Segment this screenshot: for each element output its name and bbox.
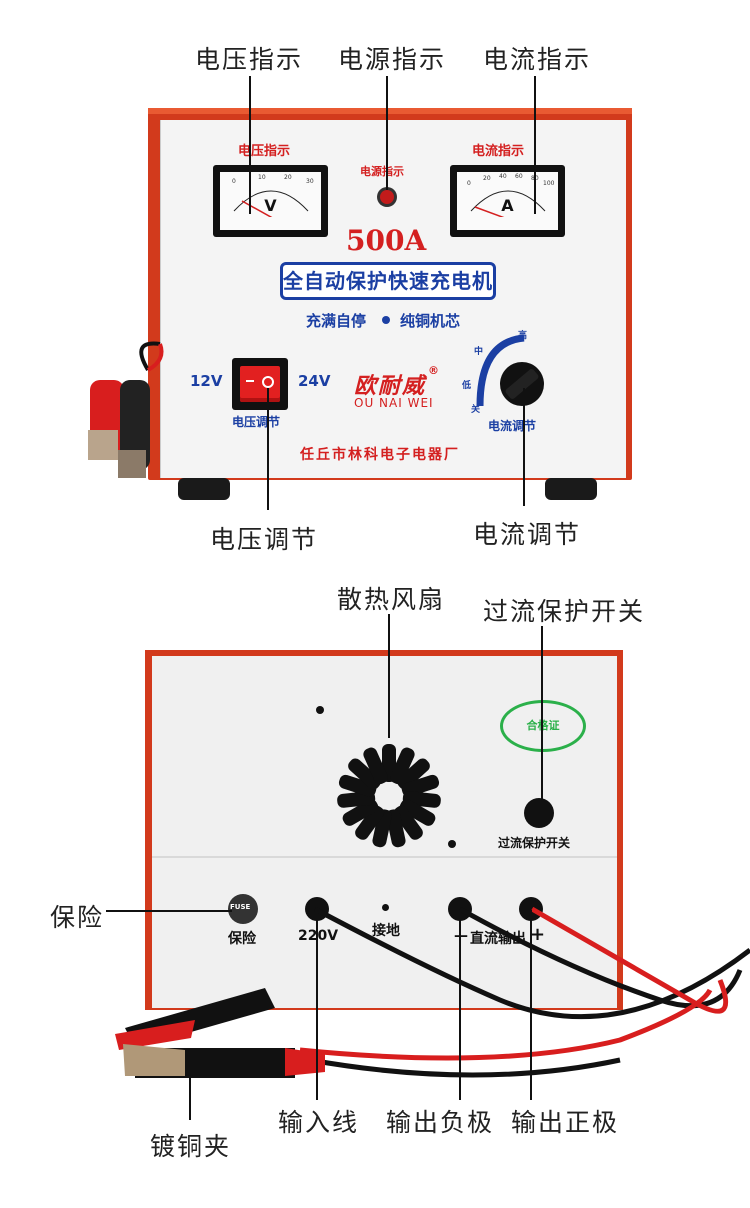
leader-voltage-adjust bbox=[267, 388, 269, 510]
switch-12v-label: 12V bbox=[190, 372, 223, 390]
leader-current-indicator bbox=[534, 76, 536, 214]
current-knob-scale bbox=[476, 334, 525, 407]
leader-input bbox=[316, 910, 318, 1100]
callout-fan: 散热风扇 bbox=[337, 585, 446, 614]
power-indicator-label: 电源指示 bbox=[360, 165, 404, 178]
voltage-scale-10: 10 bbox=[258, 174, 266, 181]
fan-screw-br bbox=[448, 840, 456, 848]
output-minus-sign: — bbox=[454, 928, 468, 944]
copper-clamps bbox=[115, 988, 325, 1078]
callout-input: 输入线 bbox=[278, 1108, 360, 1137]
callout-neg: 输出负极 bbox=[386, 1108, 495, 1137]
ground-point bbox=[382, 904, 389, 911]
cert-text: 合格证 bbox=[526, 719, 560, 732]
switch-24v-label: 24V bbox=[298, 372, 331, 390]
voltage-meter: 0 10 20 30 V bbox=[213, 165, 328, 237]
front-foot-right bbox=[545, 478, 597, 500]
leader-clamp bbox=[189, 1050, 191, 1120]
leader-negative bbox=[459, 910, 461, 1100]
qualification-sticker: 合格证 bbox=[500, 700, 586, 752]
front-foot-left bbox=[178, 478, 230, 500]
voltage-scale-30: 30 bbox=[306, 178, 314, 185]
leader-power-indicator bbox=[386, 76, 388, 190]
overcurrent-switch-label: 过流保护开关 bbox=[498, 836, 571, 850]
fan-screw-tl bbox=[316, 706, 324, 714]
callout-power-indicator: 电源指示 bbox=[338, 45, 447, 74]
voltage-scale-20: 20 bbox=[284, 174, 292, 181]
knob-mid-label: 中 bbox=[474, 347, 484, 357]
front-clamps bbox=[88, 341, 164, 478]
output-plus-sign: + bbox=[530, 924, 546, 945]
fuse-cap-text: FUSE bbox=[230, 903, 251, 911]
voltage-meter-scale bbox=[233, 190, 309, 217]
back-panel-seam bbox=[152, 856, 617, 858]
current-meter-label: 电流指示 bbox=[472, 144, 525, 159]
leader-voltage-indicator bbox=[249, 76, 251, 214]
current-knob-label: 电流调节 bbox=[488, 419, 537, 433]
leader-fuse bbox=[106, 910, 232, 912]
leader-positive bbox=[530, 910, 532, 1100]
current-scale-60: 60 bbox=[515, 173, 523, 180]
callout-overcurrent: 过流保护开关 bbox=[483, 597, 646, 626]
brand-en: OU NAI WEI bbox=[354, 396, 434, 410]
input-label: 220V bbox=[298, 928, 339, 944]
current-meter: 0 20 40 60 80 100 A bbox=[450, 165, 565, 237]
feature-dot bbox=[382, 316, 390, 324]
power-indicator-lamp bbox=[380, 190, 394, 204]
knob-high-label: 高 bbox=[518, 331, 528, 341]
feature-copper-core: 纯铜机芯 bbox=[400, 312, 461, 330]
fuse-holder[interactable]: FUSE bbox=[228, 894, 258, 924]
leader-fan bbox=[388, 614, 390, 738]
current-meter-scale bbox=[470, 190, 546, 217]
voltage-scale-0: 0 bbox=[232, 178, 236, 185]
callout-current-indicator: 电流指示 bbox=[483, 45, 592, 74]
callout-fuse: 保险 bbox=[50, 903, 105, 932]
current-scale-20: 20 bbox=[483, 175, 491, 182]
leader-overcurrent bbox=[541, 626, 543, 812]
brand-registered: ® bbox=[428, 364, 439, 377]
voltage-switch-label: 电压调节 bbox=[232, 415, 281, 429]
voltage-meter-unit: V bbox=[264, 196, 277, 215]
knob-low-label: 低 bbox=[462, 381, 472, 391]
ground-label: 接地 bbox=[372, 923, 400, 939]
knob-off-label: 关 bbox=[471, 405, 481, 415]
current-scale-0: 0 bbox=[467, 180, 471, 187]
output-cables bbox=[299, 906, 750, 1078]
model-label: 500A bbox=[346, 224, 427, 257]
fuse-label: 保险 bbox=[228, 931, 256, 947]
callout-pos: 输出正极 bbox=[511, 1108, 620, 1137]
callout-current-adjust: 电流调节 bbox=[473, 520, 582, 549]
manufacturer-label: 任丘市林科电子电器厂 bbox=[300, 447, 460, 463]
current-scale-40: 40 bbox=[499, 173, 507, 180]
current-scale-100: 100 bbox=[543, 180, 555, 187]
current-knob[interactable] bbox=[500, 362, 544, 406]
brand-cn: 欧耐威 bbox=[354, 373, 427, 399]
callout-voltage-adjust: 电压调节 bbox=[210, 525, 319, 554]
product-banner: 全自动保护快速充电机 bbox=[280, 262, 496, 300]
leader-current-adjust bbox=[523, 388, 525, 506]
feature-auto-stop: 充满自停 bbox=[306, 312, 367, 330]
front-case-top bbox=[148, 108, 632, 114]
current-meter-unit: A bbox=[501, 196, 514, 215]
voltage-switch-rocker[interactable] bbox=[240, 366, 280, 402]
callout-voltage-indicator: 电压指示 bbox=[195, 45, 304, 74]
voltage-meter-label: 电压指示 bbox=[238, 144, 291, 159]
overcurrent-switch[interactable] bbox=[524, 798, 554, 828]
callout-clamp: 镀铜夹 bbox=[150, 1132, 232, 1161]
